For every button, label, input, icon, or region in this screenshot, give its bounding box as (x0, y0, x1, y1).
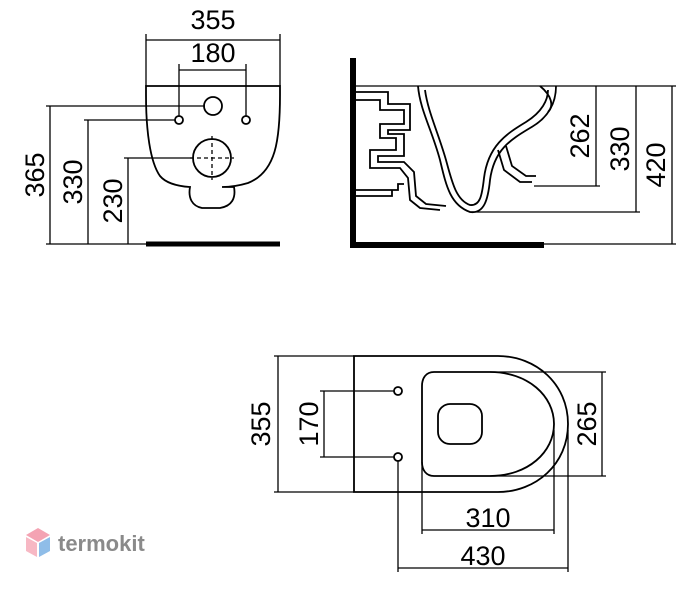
side-bowl-inner (424, 89, 549, 206)
top-bolt-hole-upper (393, 386, 403, 396)
top-width-label: 355 (246, 401, 276, 446)
top-bolt-spacing-label: 170 (294, 401, 324, 446)
logo-icon-right (39, 537, 50, 557)
front-view: 355 180 365 330 230 (20, 5, 281, 247)
top-bowl (421, 371, 555, 477)
front-bolt-hole-left (174, 115, 184, 125)
watermark-brand: termokit (58, 531, 145, 556)
logo-icon-left (26, 537, 37, 557)
front-height-outlet-label: 230 (98, 178, 128, 223)
front-height-total-label: 365 (20, 152, 50, 197)
side-height-bolts-label: 330 (605, 126, 635, 171)
front-width-label: 355 (190, 5, 235, 35)
front-height-bolts-label: 330 (58, 159, 88, 204)
top-bowl-length-label: 310 (465, 503, 510, 533)
side-floor (350, 242, 544, 248)
top-total-length-label: 430 (460, 541, 505, 571)
top-view: 355 170 265 310 430 (246, 355, 606, 572)
top-drain (437, 403, 483, 445)
side-height-inlet-label: 262 (565, 113, 595, 158)
logo-icon-top (26, 528, 50, 542)
top-bolt-hole-lower (393, 452, 403, 462)
front-bolt-hole-right (241, 115, 251, 125)
side-trap-channel (356, 99, 441, 211)
front-bolt-spacing-label: 180 (190, 38, 235, 68)
watermark-logo: termokit (26, 528, 145, 557)
side-wall (350, 58, 356, 248)
side-bowl-outer (417, 85, 557, 213)
top-outline (353, 355, 569, 493)
side-height-total-label: 420 (641, 142, 671, 187)
front-toilet-body (145, 85, 281, 209)
side-view: 262 330 420 (350, 58, 676, 248)
top-bowl-width-label: 265 (572, 401, 602, 446)
front-inlet-hole (203, 96, 223, 116)
